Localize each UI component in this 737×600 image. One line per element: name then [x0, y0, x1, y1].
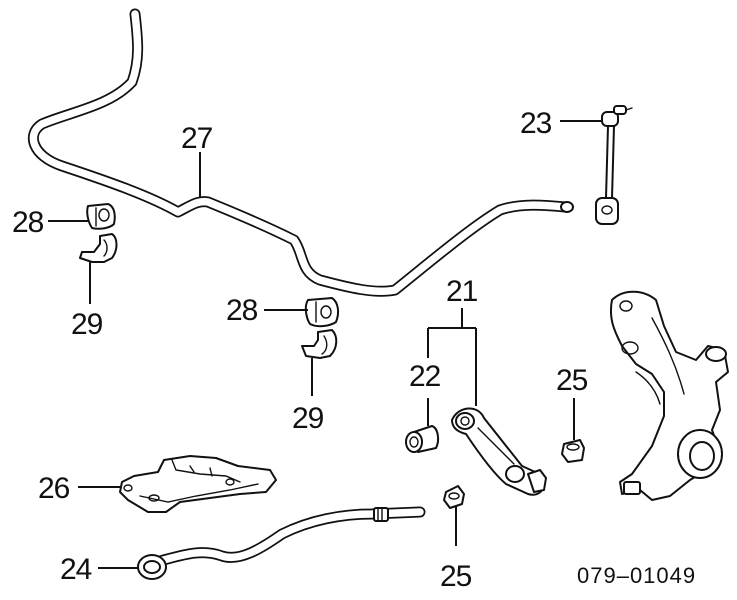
callout-25-lower: 25	[440, 560, 472, 593]
callout-21: 21	[446, 275, 478, 308]
callout-28-left: 28	[12, 206, 44, 239]
callout-23: 23	[520, 107, 552, 140]
callout-28-middle: 28	[226, 294, 258, 327]
control-arm-bushing-part	[405, 425, 440, 453]
stabilizer-bracket-right-part	[301, 329, 338, 359]
steering-knuckle-part	[610, 290, 729, 501]
stabilizer-bushing-left-part	[86, 203, 116, 230]
callout-29-middle: 29	[292, 402, 324, 435]
nut-upper-part	[561, 439, 585, 463]
stabilizer-bar-part	[27, 8, 574, 297]
callout-29-left: 29	[71, 308, 103, 341]
stabilizer-bracket-left-part	[79, 233, 118, 263]
nut-lower-part	[443, 485, 465, 509]
callout-27: 27	[181, 122, 213, 155]
callout-22: 22	[409, 360, 441, 393]
lower-control-arm-part	[451, 407, 547, 496]
callout-25-upper: 25	[556, 364, 588, 397]
tension-rod-part	[137, 506, 426, 580]
crossmember-bracket-part	[119, 455, 277, 513]
stabilizer-bushing-right-part	[304, 297, 340, 328]
callout-26: 26	[38, 472, 70, 505]
stabilizer-link-part	[595, 105, 633, 225]
leader-bracket-21-22	[427, 308, 477, 406]
callout-24: 24	[60, 553, 92, 586]
illustration-number: 079–01049	[577, 563, 696, 588]
